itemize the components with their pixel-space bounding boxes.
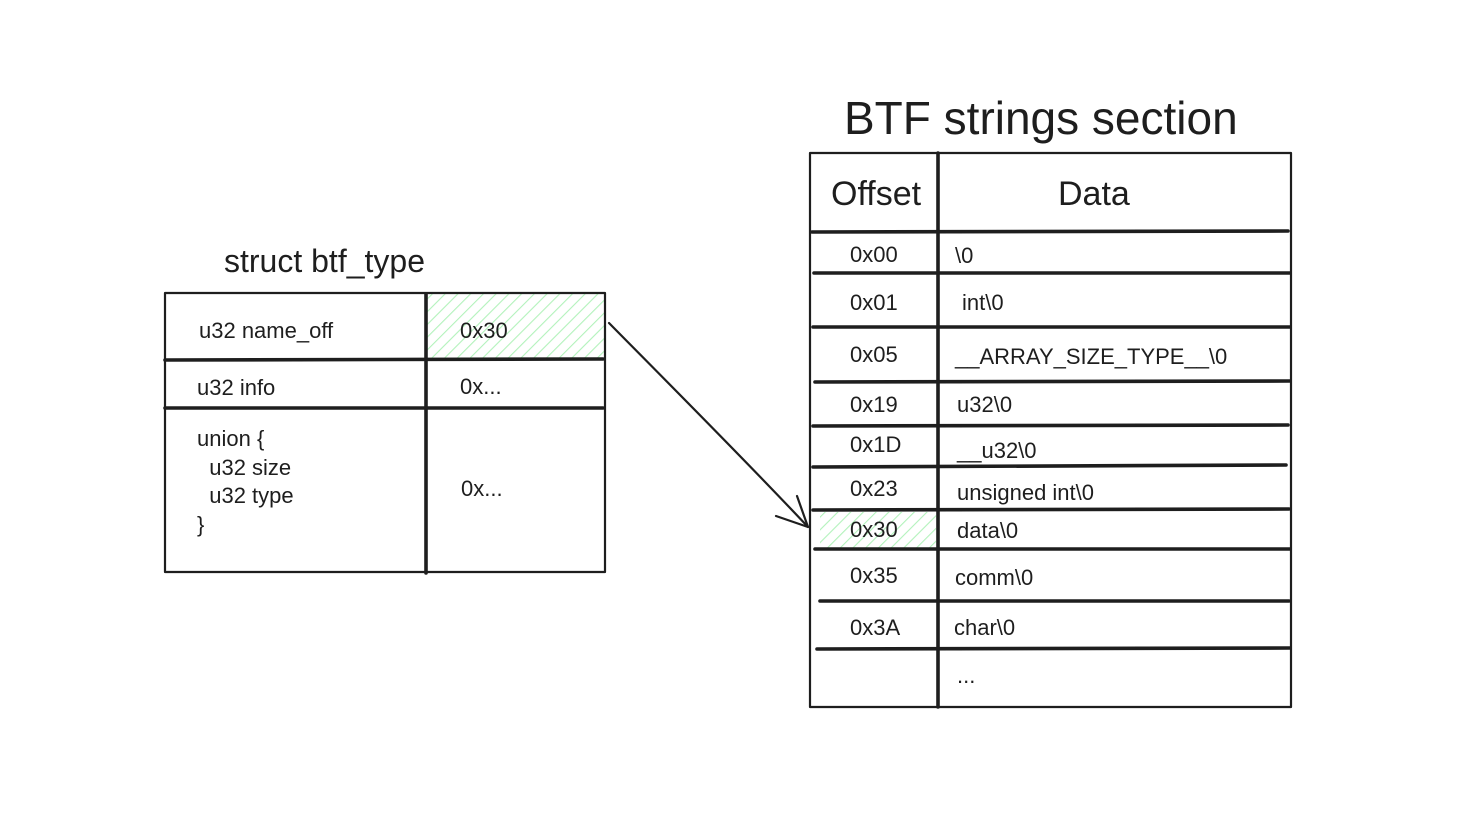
strings-table: Offset Data 0x00 0x01 0x05 0x19 0x1D 0x2… [808, 151, 1293, 709]
field-union-type: u32 type [197, 483, 294, 508]
offset-cell: 0x19 [850, 392, 898, 417]
offset-0x30-highlight [820, 512, 936, 548]
data-cell: int\0 [962, 290, 1004, 315]
name-off-value-highlight [427, 294, 604, 359]
offset-cell: 0x3A [850, 615, 900, 640]
data-cell: \0 [955, 243, 973, 268]
data-cell: u32\0 [957, 392, 1012, 417]
struct-title: struct btf_type [224, 243, 425, 279]
data-cell: char\0 [954, 615, 1015, 640]
data-header: Data [1058, 175, 1130, 213]
value-info: 0x... [460, 374, 502, 399]
data-cell: __ARRAY_SIZE_TYPE__\0 [954, 344, 1227, 369]
pointer-arrow [607, 321, 810, 529]
field-info: u32 info [197, 375, 275, 400]
offset-cell: 0x1D [850, 432, 901, 457]
struct-table: u32 name_off 0x30 u32 info 0x... union {… [163, 291, 607, 575]
data-cell: unsigned int\0 [957, 480, 1094, 505]
field-union-open: union { [197, 426, 264, 451]
data-cell: ... [957, 663, 975, 688]
value-union: 0x... [461, 476, 503, 501]
offset-cell: 0x23 [850, 476, 898, 501]
value-name-off: 0x30 [460, 318, 508, 343]
offset-cell: 0x05 [850, 342, 898, 367]
offset-cell: 0x01 [850, 290, 898, 315]
field-name-off: u32 name_off [199, 318, 334, 343]
offset-cell: 0x00 [850, 242, 898, 267]
data-cell: data\0 [957, 518, 1018, 543]
offset-cell: 0x30 [850, 517, 898, 542]
offset-header: Offset [831, 175, 922, 213]
strings-section-title: BTF strings section [844, 92, 1238, 144]
field-union-size: u32 size [197, 455, 291, 480]
field-union-close: } [197, 512, 204, 537]
data-cell: __u32\0 [956, 438, 1037, 463]
data-cell: comm\0 [955, 565, 1033, 590]
offset-cell: 0x35 [850, 563, 898, 588]
